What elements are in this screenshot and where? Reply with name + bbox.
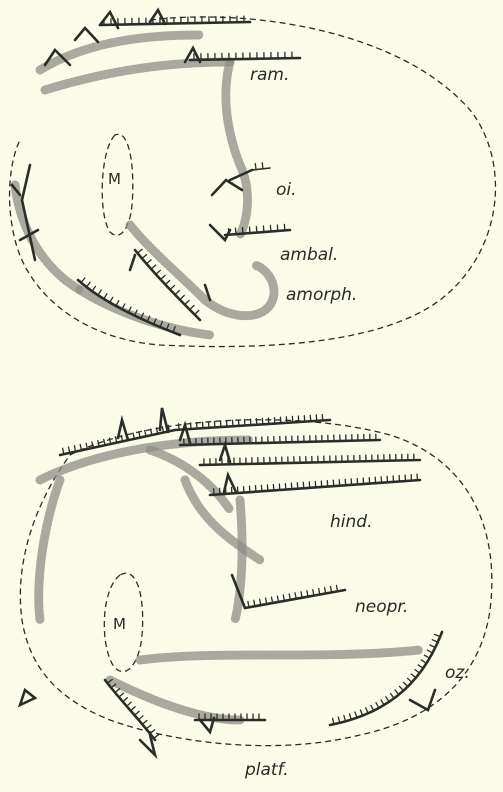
label-oi: oi. bbox=[276, 180, 297, 200]
label-oz: oz. bbox=[445, 663, 470, 683]
top-ridge-oi-tail bbox=[252, 168, 270, 170]
bottom-spine-1 bbox=[160, 408, 168, 432]
label-hind: hind. bbox=[330, 512, 372, 532]
ridge-tooth bbox=[165, 281, 169, 285]
ridge-tooth bbox=[104, 294, 107, 299]
bottom-outline bbox=[20, 420, 492, 746]
ridge-tooth bbox=[195, 310, 199, 314]
ridge-tooth bbox=[261, 485, 262, 491]
ridge-tooth bbox=[135, 711, 140, 715]
top-mouth-label: M bbox=[108, 170, 121, 188]
ridge-tooth bbox=[395, 690, 399, 695]
bottom-stipple-6 bbox=[39, 480, 60, 620]
ridge-tooth bbox=[267, 485, 268, 491]
bottom-spine-2 bbox=[118, 420, 128, 440]
top-stipple-3 bbox=[226, 62, 248, 235]
top-ridge-ram-upper bbox=[100, 22, 250, 25]
bottom-mouth-label: M bbox=[113, 615, 126, 633]
ridge-tooth bbox=[408, 678, 412, 682]
ridge-tooth bbox=[156, 270, 161, 274]
ridge-tooth bbox=[381, 477, 382, 483]
top-spine-8 bbox=[212, 180, 242, 195]
ridge-tooth bbox=[376, 703, 379, 708]
ridge-tooth bbox=[339, 480, 340, 486]
ridge-tooth bbox=[161, 275, 165, 279]
top-spine-4 bbox=[150, 10, 165, 24]
ridge-tooth bbox=[411, 674, 416, 678]
ridge-tooth bbox=[262, 163, 263, 169]
ridge-tooth bbox=[386, 697, 389, 702]
top-specimen: M ram. oi. ambal. amorph. bbox=[10, 10, 496, 347]
ridge-tooth bbox=[345, 479, 346, 485]
bottom-stipple-3 bbox=[235, 500, 242, 620]
ridge-tooth bbox=[151, 265, 156, 269]
ridge-tooth bbox=[147, 260, 152, 264]
top-ridge-left bbox=[22, 165, 35, 260]
ridge-tooth bbox=[417, 474, 418, 480]
ridge-tooth bbox=[98, 290, 101, 295]
bottom-stipple-4 bbox=[110, 680, 240, 720]
ridge-tooth bbox=[263, 226, 264, 232]
label-platf: platf. bbox=[244, 760, 289, 780]
ridge-tooth bbox=[142, 255, 147, 259]
ridge-tooth bbox=[427, 650, 432, 653]
ridge-tooth bbox=[270, 226, 271, 232]
ridge-tooth bbox=[399, 686, 403, 690]
ridge-tooth bbox=[81, 278, 85, 283]
ridge-tooth bbox=[180, 296, 184, 300]
ridge-tooth bbox=[381, 700, 384, 705]
top-stipple-2 bbox=[45, 62, 230, 90]
ridge-tooth bbox=[415, 670, 420, 674]
bottom-spine-6 bbox=[410, 690, 435, 710]
bottom-stipple-5 bbox=[140, 650, 420, 660]
label-amorph: amorph. bbox=[286, 285, 357, 305]
ridge-tooth bbox=[119, 693, 124, 697]
ridge-tooth bbox=[421, 660, 426, 663]
ridge-tooth bbox=[424, 655, 429, 658]
ridge-tooth bbox=[236, 228, 237, 234]
ridge-tooth bbox=[170, 286, 174, 290]
ridge-tooth bbox=[146, 725, 151, 729]
ridge-tooth bbox=[220, 488, 221, 494]
ridge-tooth bbox=[229, 229, 230, 235]
ridge-tooth bbox=[127, 702, 132, 706]
ridge-tooth bbox=[139, 716, 144, 720]
label-ambal: ambal. bbox=[280, 245, 338, 265]
ridge-tooth bbox=[190, 306, 194, 310]
bottom-ridge-oz bbox=[330, 632, 442, 725]
ridge-tooth bbox=[303, 482, 304, 488]
ridge-tooth bbox=[142, 720, 147, 724]
bottom-specimen: M hind. neopr. oz. platf bbox=[20, 408, 492, 780]
top-spine-10 bbox=[130, 255, 135, 270]
ridge-tooth bbox=[391, 694, 395, 699]
bottom-stipple-1 bbox=[40, 440, 250, 480]
ridge-tooth bbox=[87, 282, 91, 287]
ridge-tooth bbox=[255, 164, 256, 170]
ridge-tooth bbox=[110, 297, 113, 302]
ridge-tooth bbox=[418, 665, 423, 668]
ridge-tooth bbox=[256, 227, 257, 233]
top-spine-9 bbox=[210, 225, 230, 240]
ridge-tooth bbox=[175, 291, 179, 295]
ridge-tooth bbox=[131, 707, 136, 711]
ridge-tooth bbox=[138, 249, 143, 253]
ridge-tooth bbox=[297, 483, 298, 489]
bottom-ridge-2 bbox=[175, 420, 330, 430]
ridge-tooth bbox=[404, 682, 408, 686]
top-spine-2 bbox=[75, 28, 98, 42]
bottom-ridge-4 bbox=[200, 460, 420, 465]
ridge-tooth bbox=[115, 689, 120, 693]
label-ram: ram. bbox=[250, 65, 289, 85]
bottom-stipple-2 bbox=[150, 450, 230, 510]
ridge-tooth bbox=[92, 286, 95, 291]
ridge-tooth bbox=[123, 698, 128, 702]
ridge-tooth bbox=[185, 301, 189, 305]
ridge-tooth bbox=[154, 735, 159, 739]
label-neopr: neopr. bbox=[355, 597, 408, 617]
bottom-spine-9 bbox=[20, 690, 35, 705]
ridge-tooth bbox=[226, 488, 227, 494]
